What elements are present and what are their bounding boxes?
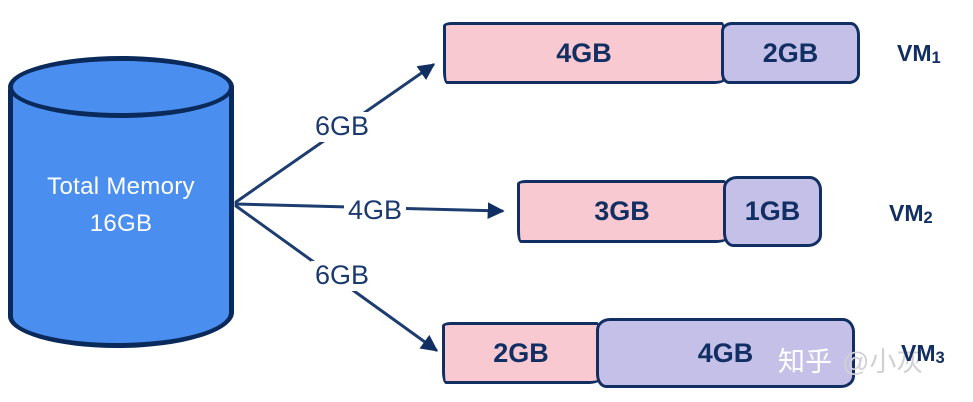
- cylinder-body: [8, 86, 234, 348]
- watermark: 知乎 @小灰: [778, 340, 923, 379]
- vm2-segment-2: 1GB: [723, 176, 822, 247]
- total-memory-cylinder: Total Memory 16GB: [8, 56, 234, 348]
- vm3-label: VM3: [901, 340, 945, 367]
- vm1-segment-2: 2GB: [721, 22, 860, 84]
- watermark-handle: @小灰: [842, 347, 924, 377]
- total-memory-capacity: 16GB: [89, 210, 153, 238]
- arrow-label-vm1: 6GB: [311, 111, 374, 142]
- vm1-memory-bar: 4GB 2GB: [443, 22, 860, 84]
- total-memory-title: Total Memory: [47, 173, 195, 200]
- vm3-segment-1: 2GB: [442, 322, 600, 384]
- cylinder-top-ellipse: [8, 56, 234, 118]
- vm1-label: VM1: [897, 40, 941, 67]
- watermark-brand: 知乎: [778, 347, 832, 377]
- vm2-memory-bar: 3GB 1GB: [517, 176, 822, 247]
- total-memory-label: Total Memory 16GB: [8, 168, 234, 242]
- vm3-memory-bar: 2GB 4GB: [442, 318, 855, 388]
- arrow-label-vm3: 6GB: [311, 260, 374, 291]
- arrow-label-vm2: 4GB: [344, 195, 407, 226]
- vm2-label: VM2: [889, 200, 933, 227]
- vm2-segment-1: 3GB: [517, 180, 727, 243]
- vm1-segment-1: 4GB: [443, 22, 725, 84]
- vm3-segment-2: 4GB: [596, 318, 855, 388]
